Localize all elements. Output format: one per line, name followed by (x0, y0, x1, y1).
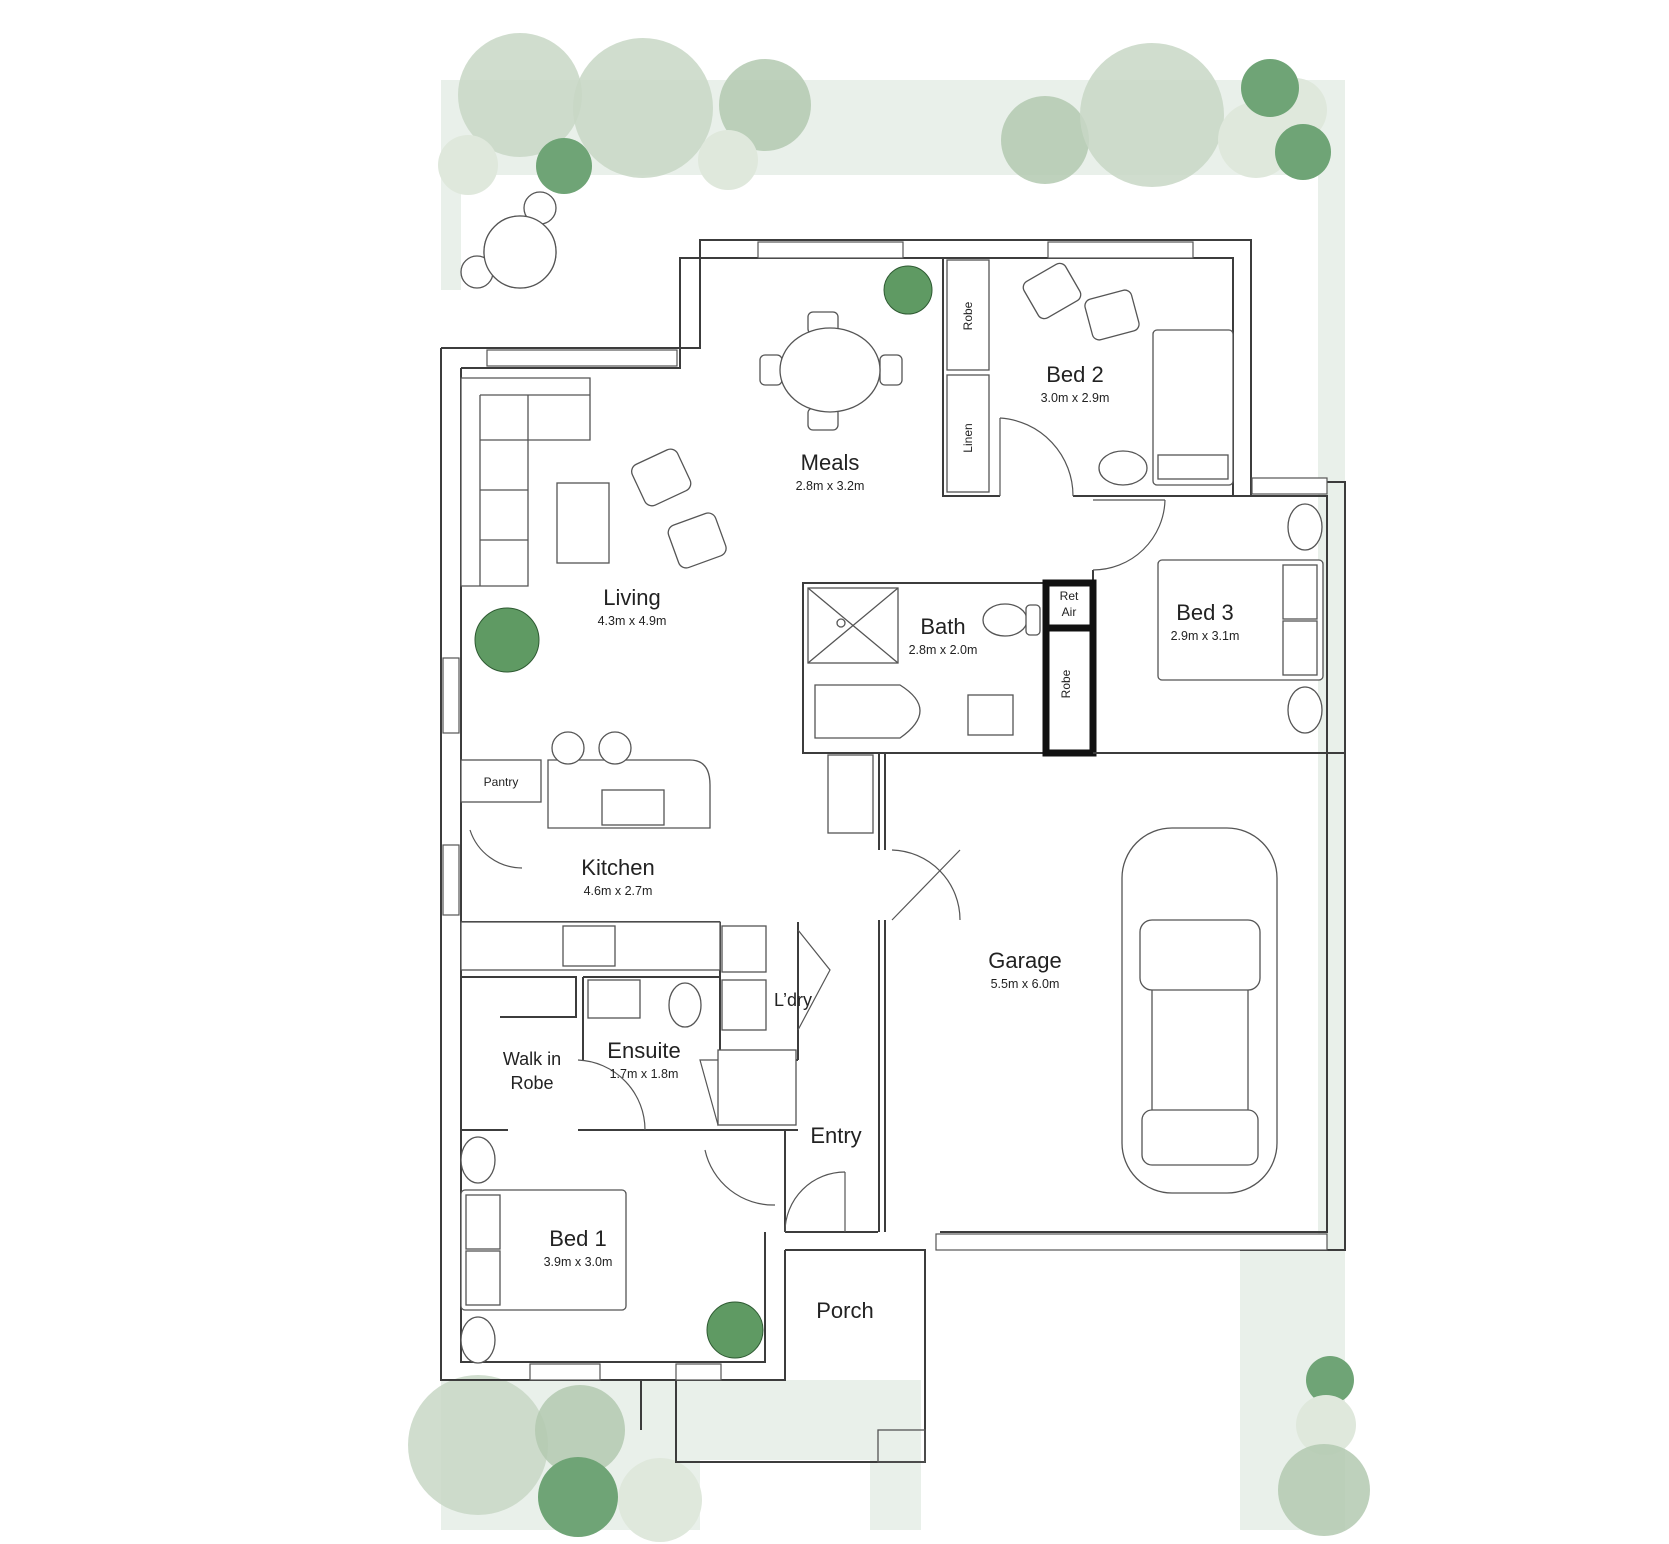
pillow-icon (465, 1194, 501, 1250)
washer-icon (721, 979, 767, 1031)
armchair-icon (1022, 262, 1082, 320)
room-label-living: Living (603, 585, 660, 610)
armchair-icon (631, 448, 692, 507)
armchair-icon (667, 512, 727, 569)
plant-icon (474, 265, 933, 1359)
labels: Meals 2.8m x 3.2m Bed 2 3.0m x 2.9m Livi… (484, 301, 1240, 1323)
sink-icon (601, 789, 665, 826)
shrub-icon (1241, 59, 1299, 117)
room-size-ensuite: 1.7m x 1.8m (610, 1067, 679, 1081)
room-label-entry: Entry (810, 1123, 861, 1148)
bed-icon (460, 1189, 627, 1311)
doors (469, 417, 1166, 1233)
toilet-icon (982, 603, 1028, 637)
bed-icon (1152, 329, 1234, 486)
room-size-kitchen: 4.6m x 2.7m (584, 884, 653, 898)
room-label-meals: Meals (801, 450, 860, 475)
dining-table-icon (759, 311, 903, 431)
shower-icon (717, 1049, 797, 1126)
bedside-table-icon (460, 1136, 496, 1184)
tree-icon (1001, 96, 1089, 184)
tree-icon (573, 38, 713, 178)
bedside-table-icon (460, 1316, 496, 1364)
tree-icon (719, 59, 811, 151)
shrub-icon (1306, 1356, 1354, 1404)
furniture (460, 259, 1324, 1364)
ret-air-label: Air (1062, 605, 1077, 619)
room-size-meals: 2.8m x 3.2m (796, 479, 865, 493)
room-size-garage: 5.5m x 6.0m (991, 977, 1060, 991)
bed-icon (1157, 559, 1324, 681)
room-size-bed1: 3.9m x 3.0m (544, 1255, 613, 1269)
room-label-walk-in-robe-2: Robe (510, 1073, 553, 1093)
room-label-walk-in-robe-1: Walk in (503, 1049, 561, 1069)
shrub-icon (1296, 1395, 1356, 1455)
ottoman-icon (1098, 450, 1148, 486)
robe-label: Robe (1059, 669, 1073, 698)
room-label-bed3: Bed 3 (1176, 600, 1234, 625)
shrub-icon (438, 135, 498, 195)
basin-icon (587, 979, 641, 1019)
outdoor-table-icon (460, 191, 557, 289)
robe-label: Robe (961, 301, 975, 330)
tree-icon (535, 1385, 625, 1475)
tree-icon (408, 1375, 548, 1515)
tree-icon (1278, 1444, 1370, 1536)
pillow-icon (465, 1250, 501, 1306)
pillow-icon (1157, 454, 1229, 480)
coffee-table-icon (556, 482, 610, 564)
basin-icon (967, 694, 1014, 736)
room-label-bed1: Bed 1 (549, 1226, 607, 1251)
stool-icon (551, 731, 585, 765)
laundry-tub-icon (721, 925, 767, 973)
room-label-ensuite: Ensuite (607, 1038, 680, 1063)
pantry-label: Pantry (484, 775, 519, 789)
linen-label: Linen (961, 423, 975, 452)
room-label-porch: Porch (816, 1298, 873, 1323)
pillow-icon (1282, 620, 1318, 676)
stool-icon (598, 731, 632, 765)
room-size-bed3: 2.9m x 3.1m (1171, 629, 1240, 643)
room-label-kitchen: Kitchen (581, 855, 654, 880)
robe-cupboard (946, 259, 990, 371)
shrub-icon (1275, 124, 1331, 180)
room-size-bed2: 3.0m x 2.9m (1041, 391, 1110, 405)
shrub-icon (618, 1458, 702, 1542)
bedside-table-icon (1287, 503, 1323, 551)
fridge-icon (827, 754, 874, 834)
bathtub-icon (814, 684, 921, 739)
shrub-icon (536, 138, 592, 194)
tree-icon (458, 33, 582, 157)
room-label-garage: Garage (988, 948, 1061, 973)
pillow-icon (1282, 564, 1318, 620)
shrub-icon (698, 130, 758, 190)
linen-cupboard (946, 374, 990, 493)
cooktop-icon (562, 925, 616, 967)
room-size-living: 4.3m x 4.9m (598, 614, 667, 628)
room-size-bath: 2.8m x 2.0m (909, 643, 978, 657)
pantry-cupboard (460, 759, 542, 803)
landscaping (408, 33, 1370, 1542)
tree-icon (1080, 43, 1224, 187)
car-icon (1121, 827, 1278, 1194)
toilet-icon (668, 982, 702, 1028)
windows (442, 241, 1328, 1381)
shrub-icon (538, 1457, 618, 1537)
armchair-icon (1084, 289, 1140, 341)
sofa-icon (460, 377, 591, 587)
room-label-bath: Bath (920, 614, 965, 639)
bedside-table-icon (1287, 686, 1323, 734)
room-label-laundry: L’dry (774, 990, 812, 1010)
ret-air-label: Ret (1060, 589, 1079, 603)
room-label-bed2: Bed 2 (1046, 362, 1104, 387)
